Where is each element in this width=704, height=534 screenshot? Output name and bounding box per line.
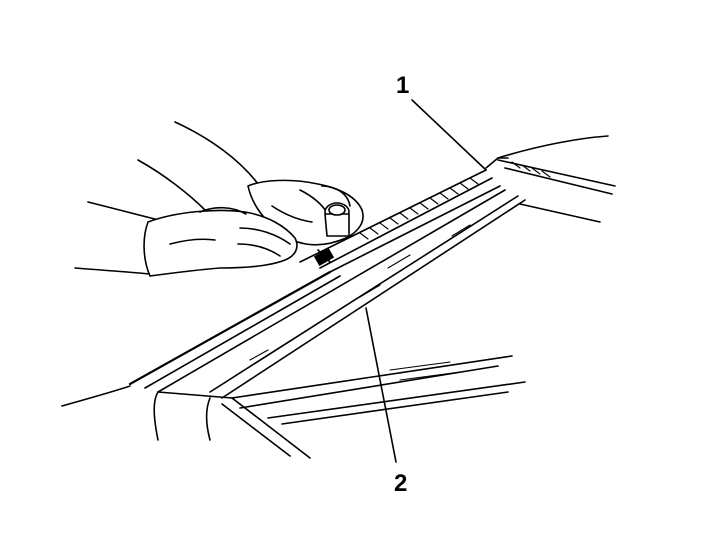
side-line-short <box>389 361 451 371</box>
leader-line-2 <box>365 307 397 463</box>
left-hand-crease <box>169 238 216 245</box>
pillar-line-2 <box>144 275 341 389</box>
cowl-line <box>205 397 211 441</box>
molding-outer-edge <box>299 169 487 263</box>
cowl-diagonal <box>231 397 311 459</box>
right-hand-fingers <box>271 205 313 223</box>
pillar-line-3 <box>157 189 506 393</box>
roof-edge-inner <box>504 167 613 195</box>
tool-body <box>324 213 350 237</box>
fender-corner <box>157 391 233 399</box>
molding-top-edge <box>485 157 509 169</box>
right-arm-upper <box>174 121 259 185</box>
side-line-3 <box>267 381 526 419</box>
left-arm-lower <box>74 267 151 275</box>
hood-outline <box>61 385 131 407</box>
pillar-highlight-3 <box>249 349 269 361</box>
cowl-diagonal-2 <box>221 403 291 457</box>
molding-hatching <box>359 161 551 240</box>
tool-cap <box>328 204 346 216</box>
molding-inner-edge <box>319 177 493 269</box>
roof-edge <box>497 159 616 187</box>
pillar-outer-line <box>128 270 332 386</box>
pillar-highlight-2 <box>359 284 381 298</box>
callout-label-2: 2 <box>394 470 408 497</box>
right-arm-lower <box>137 159 206 211</box>
fender-front <box>153 391 159 441</box>
pillar-highlight-4 <box>451 224 471 237</box>
roof-outline <box>497 135 609 159</box>
callout-label-1: 1 <box>396 72 410 99</box>
side-line-4 <box>281 391 509 425</box>
molding-lower-edge <box>329 185 501 273</box>
side-line-short-2 <box>399 371 461 381</box>
left-thumb <box>199 206 247 215</box>
left-hand-finger-2 <box>237 243 281 257</box>
left-hand-finger-1 <box>239 227 291 245</box>
pillar-highlight-1 <box>387 254 411 269</box>
windshield-edge-inner <box>221 199 526 399</box>
left-hand <box>74 201 298 277</box>
roof-edge-lower <box>519 203 601 223</box>
tool-tip <box>313 247 335 267</box>
leader-line-1 <box>411 99 487 171</box>
side-line-1 <box>231 355 513 399</box>
tool <box>313 202 350 267</box>
right-thumb <box>321 185 351 207</box>
